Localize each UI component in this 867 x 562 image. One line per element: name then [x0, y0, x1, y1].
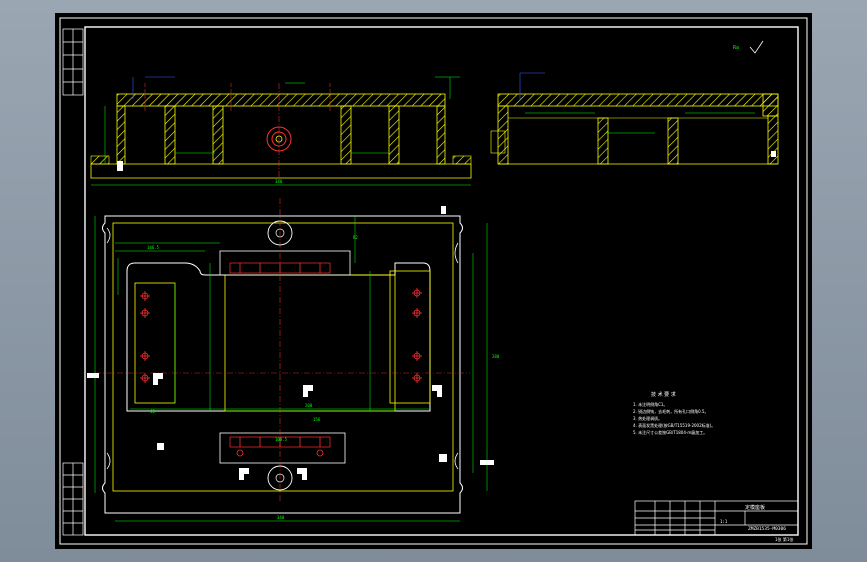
title-block-sheet: 1张 第1张	[775, 536, 793, 542]
plan-view	[94, 198, 488, 522]
drawing-frame	[84, 26, 799, 536]
plan-hole-markers	[140, 263, 422, 457]
binding-strip-top	[62, 28, 84, 96]
cad-viewport[interactable]: Ra	[55, 13, 812, 549]
plan-height-dim: 280	[492, 354, 500, 359]
surface-roughness-label: Ra	[733, 45, 739, 51]
front-overall-dim: 340	[275, 179, 283, 184]
plan-overall-dim: 340	[277, 515, 285, 520]
cad-drawing-canvas: Ra	[59, 17, 808, 545]
tech-requirement-item: 1. 未注明倒角C1。	[633, 401, 667, 407]
tech-requirements-list: 1. 未注明倒角C1。 2. 锐边倒钝，去毛刺，所有孔口倒角0.5。 3. 热处…	[633, 401, 715, 435]
title-block-scale: 1:1	[720, 519, 728, 524]
tech-requirement-item: 2. 锐边倒钝，去毛刺，所有孔口倒角0.5。	[633, 408, 708, 414]
plan-radius-dim: R2	[353, 235, 358, 240]
front-section-view	[90, 76, 472, 186]
tech-requirement-item: 4. 表面发黑处理(按GB/T15519-2002标准)。	[633, 422, 715, 428]
tech-requirements-title: 技 术 要 求	[651, 391, 676, 398]
sheet-border	[59, 17, 808, 545]
title-block-drawing-number: ZMZB1535-M0306	[748, 526, 786, 532]
tech-requirement-item: 3. 热处理调质。	[633, 415, 662, 421]
surface-roughness-mark	[749, 40, 764, 54]
plan-bottom-dim: 108.5	[275, 437, 288, 442]
tech-requirement-item: 5. 未注尺寸公差按GB/T1804-m级加工。	[633, 429, 707, 435]
plan-inner-dim: 200	[305, 403, 313, 408]
title-block	[634, 500, 799, 536]
side-section-view	[490, 72, 779, 165]
plan-mid-dim: 156	[313, 417, 321, 422]
plan-short-dim: 40	[150, 409, 155, 414]
binding-strip-bottom	[62, 462, 84, 536]
plan-side-dim: 146.5	[147, 245, 160, 250]
title-block-part-name: 定模座板	[745, 504, 765, 511]
plan-section-marks	[87, 206, 494, 480]
